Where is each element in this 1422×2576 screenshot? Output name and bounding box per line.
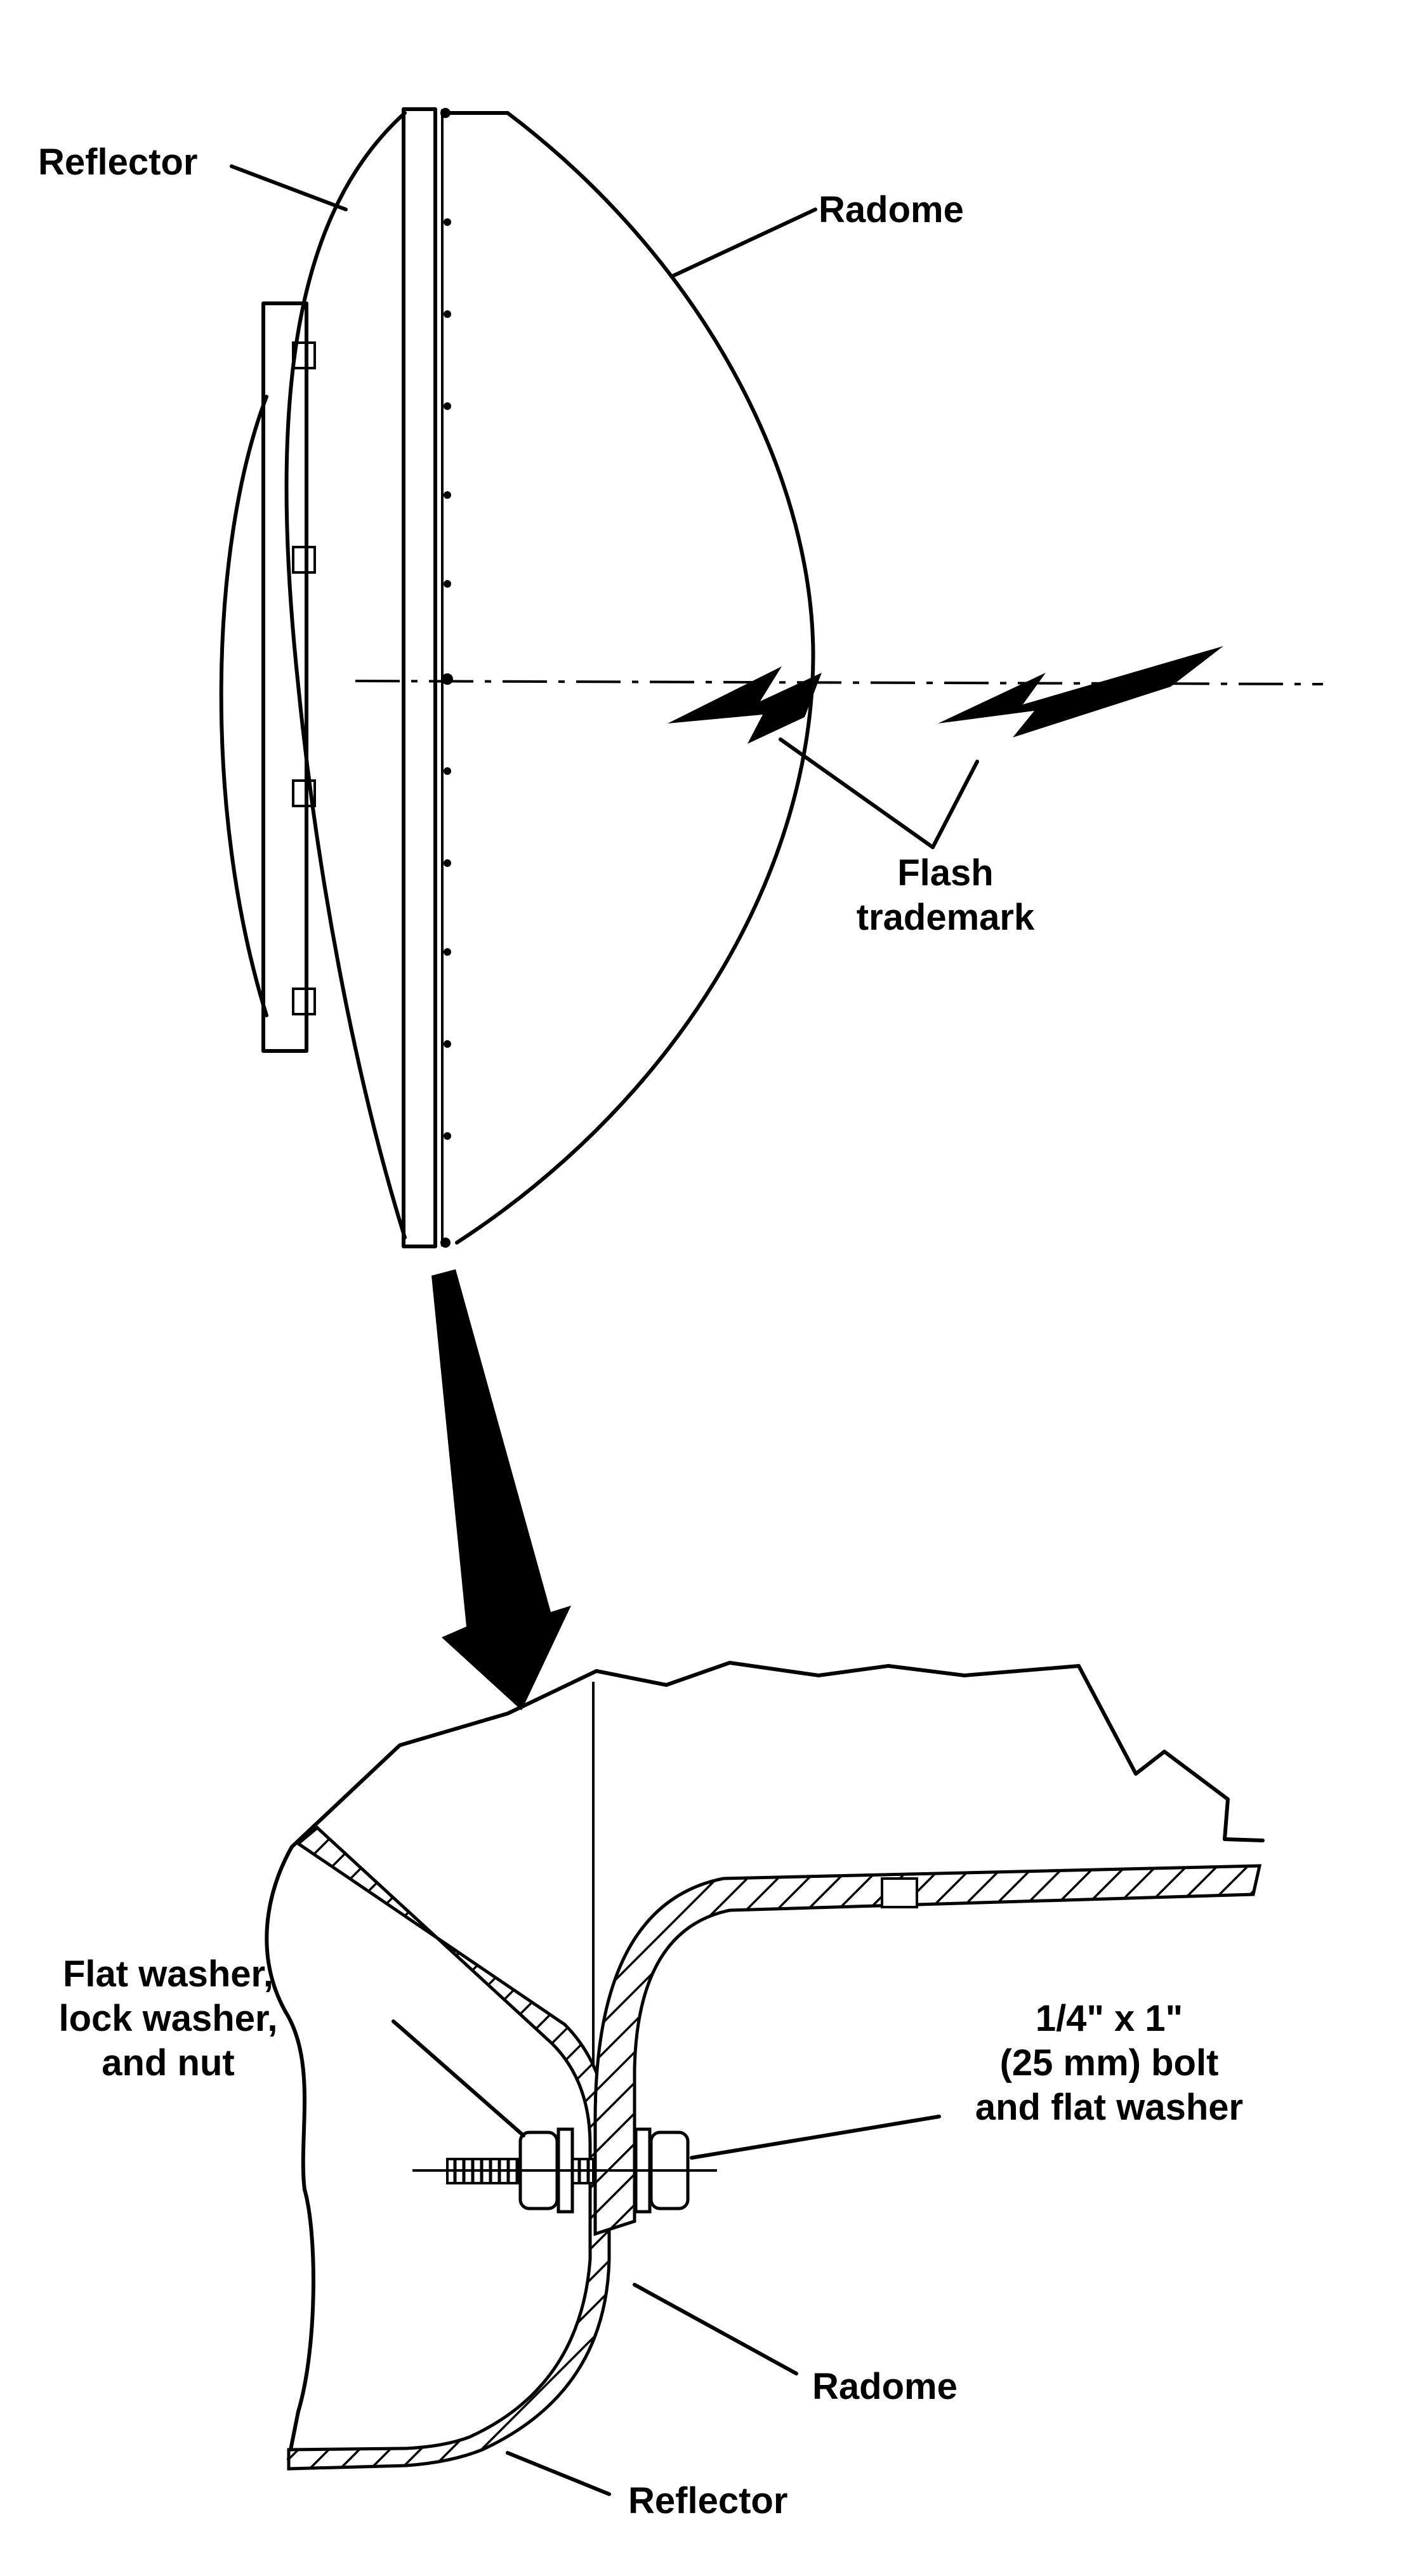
- bracket-clips: [292, 341, 316, 1015]
- detail-arrow-icon: [431, 1269, 571, 1710]
- label-reflector-bottom: Reflector: [628, 2480, 787, 2521]
- reflector-wall: [287, 1825, 611, 2471]
- antenna-side-view: [219, 107, 1324, 1248]
- leader-line: [230, 164, 348, 211]
- label-bolt-1: 1/4" x 1": [1036, 1998, 1183, 2039]
- leader-line: [506, 2451, 611, 2496]
- section-break-outline: [290, 1661, 1265, 1849]
- label-washer-2: lock washer,: [59, 1998, 278, 2039]
- rear-cover-curve: [219, 395, 268, 1017]
- label-reflector-top: Reflector: [38, 142, 197, 183]
- label-washer-1: Flat washer,: [63, 1953, 273, 1995]
- label-radome-bottom: Radome: [812, 2366, 958, 2407]
- label-radome-top: Radome: [819, 189, 964, 230]
- cross-section-detail: [265, 1661, 1265, 2496]
- rim-flange: [402, 107, 437, 1248]
- rear-mounting-bracket: [261, 301, 308, 1053]
- reflector-dish: [284, 111, 407, 1239]
- leader-line: [633, 2283, 798, 2375]
- radome-dome: [441, 111, 815, 1245]
- flash-trademark-icon: [668, 666, 822, 744]
- leader-line: [392, 2019, 525, 2137]
- leader-line: [671, 208, 817, 278]
- leader-line: [690, 2115, 941, 2160]
- label-bolt-2: (25 mm) bolt: [1000, 2042, 1219, 2084]
- bolt-assembly: [412, 2127, 717, 2214]
- leader-line: [779, 737, 979, 849]
- label-trademark: trademark: [857, 897, 1035, 938]
- radome-wall: [593, 1864, 1262, 2236]
- label-washer-3: and nut: [102, 2042, 234, 2084]
- label-bolt-3: and flat washer: [975, 2087, 1243, 2128]
- flash-trademark-icon: [938, 646, 1223, 737]
- centerline: [355, 680, 1324, 685]
- section-break-left: [265, 1845, 315, 2461]
- label-flash: Flash: [897, 852, 994, 894]
